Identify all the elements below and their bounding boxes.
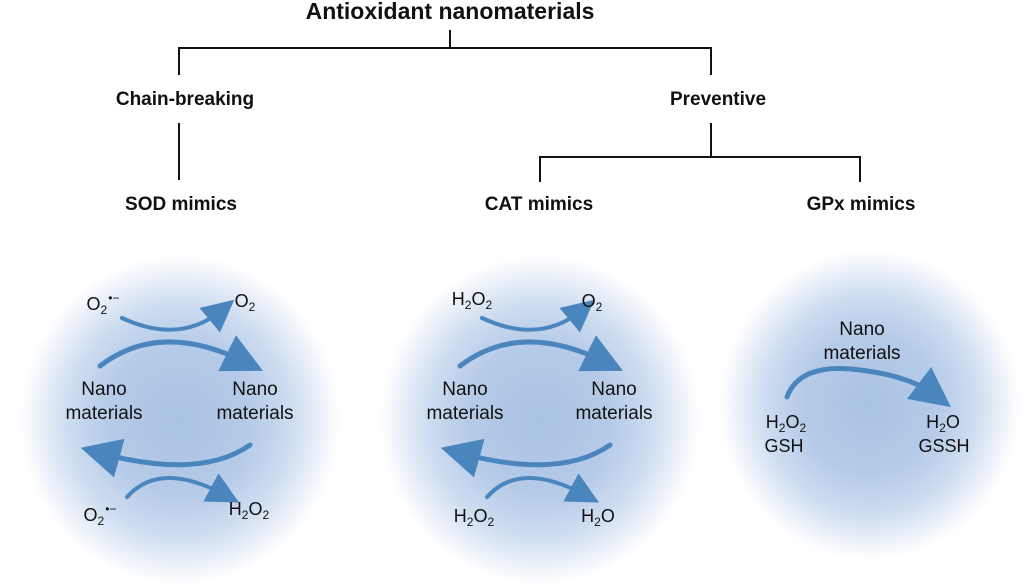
gpx-glow <box>720 250 1020 560</box>
cat-top-left-hydrogen-peroxide: H2O2 <box>451 289 493 312</box>
preventive-connector <box>539 123 861 182</box>
gpx-mimics-label: GPx mimics <box>806 194 916 215</box>
sod-arrow-bottom-small <box>125 473 240 503</box>
cat-arrow-bottom-small <box>485 473 600 503</box>
sod-top-right-oxygen: O2 <box>234 291 256 314</box>
category-chain-breaking: Chain-breaking <box>115 89 255 110</box>
gpx-product-water: H2O <box>926 412 960 435</box>
cat-bottom-left-hydrogen-peroxide: H2O2 <box>453 506 495 529</box>
gpx-reactant-hydrogen-peroxide: H2O2 <box>765 412 807 435</box>
cat-arrow-top-small <box>480 299 595 333</box>
cat-bottom-right-water: H2O <box>581 506 615 529</box>
sod-bottom-right-hydrogen-peroxide: H2O2 <box>228 499 270 522</box>
cat-top-right-oxygen: O2 <box>581 291 603 314</box>
gpx-arrow <box>784 366 951 408</box>
category-preventive: Preventive <box>669 89 767 110</box>
sod-bottom-left-superoxide: O2•− <box>83 502 117 528</box>
cat-glow <box>380 255 700 585</box>
sod-arrow-top-large <box>97 335 263 372</box>
sod-glow <box>20 255 340 585</box>
root-connector <box>178 30 712 75</box>
cat-mimics-label: CAT mimics <box>484 194 594 215</box>
gpx-product-gssh: GSSH <box>918 436 970 456</box>
cat-arrow-top-large <box>457 335 623 372</box>
sod-top-left-superoxide: O2•− <box>86 291 120 317</box>
cat-arrow-bottom-large <box>440 438 613 478</box>
sod-mimics-label: SOD mimics <box>125 194 237 215</box>
sod-arrow-bottom-large <box>80 438 253 478</box>
sod-arrow-top-small <box>120 299 235 333</box>
diagram-title: Antioxidant nanomaterials <box>305 0 595 24</box>
gpx-reactant-gsh: GSH <box>764 436 804 456</box>
